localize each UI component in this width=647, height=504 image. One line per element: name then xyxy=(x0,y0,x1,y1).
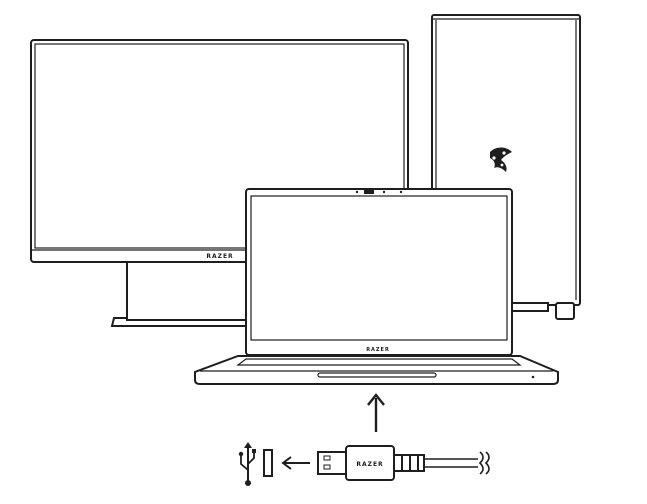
laptop-brand-label: RAZER xyxy=(366,347,390,353)
usb-icon xyxy=(238,442,256,486)
razer-logo-icon xyxy=(490,147,512,172)
monitor-brand-label: RAZER xyxy=(206,253,233,260)
arrow-up-icon xyxy=(367,393,385,432)
cable-brand-label: RAZER xyxy=(356,461,383,468)
laptop: RAZER xyxy=(194,188,559,385)
usb-cable: RAZER xyxy=(317,445,490,481)
arrow-left-icon xyxy=(281,456,310,470)
usb-port xyxy=(263,449,273,477)
webcam-icon xyxy=(355,190,403,194)
